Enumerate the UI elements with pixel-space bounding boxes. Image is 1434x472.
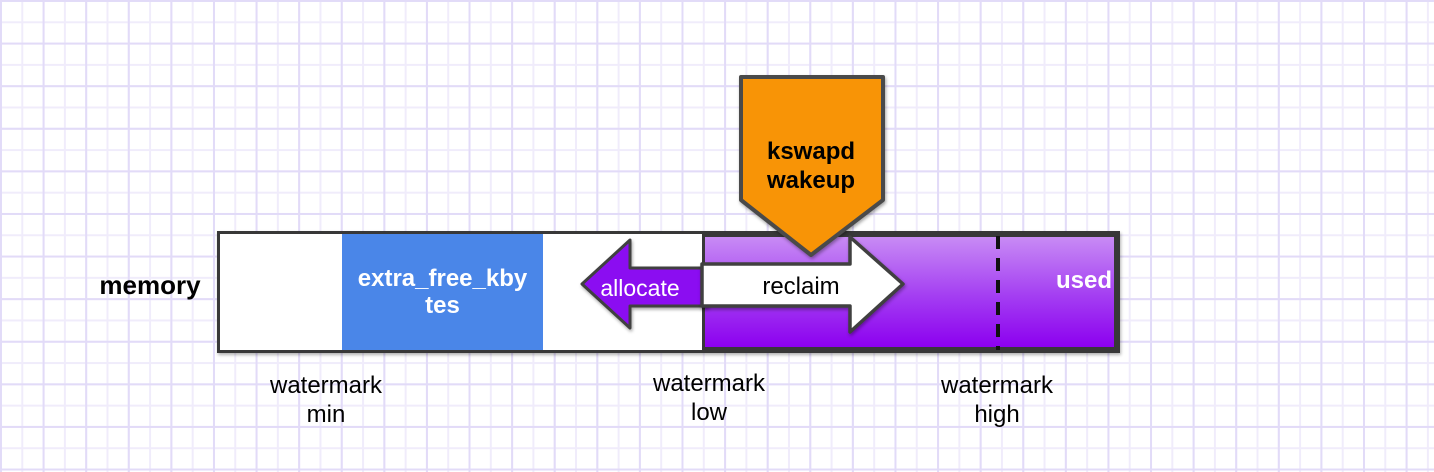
allocate-arrow-label: allocate xyxy=(600,275,680,301)
kswapd-wakeup-label: kswapd wakeup xyxy=(740,137,882,195)
watermark-min-line1: watermark xyxy=(269,372,383,399)
watermark-low-line2: low xyxy=(690,399,727,426)
watermark-low-line1: watermark xyxy=(652,370,766,397)
watermark-high-label: watermark high xyxy=(919,371,1075,429)
extra-free-kbytes-box: extra_free_kby tes xyxy=(342,234,543,350)
reclaim-arrow-label: reclaim xyxy=(762,273,840,300)
watermark-min-line2: min xyxy=(306,401,346,428)
watermark-min-label: watermark min xyxy=(248,371,404,429)
watermark-low-label: watermark low xyxy=(631,369,787,427)
watermark-high-line1: watermark xyxy=(940,372,1054,399)
watermark-high-line2: high xyxy=(974,401,1020,428)
extra-free-kbytes-label-line2: tes xyxy=(425,292,460,319)
kswapd-wakeup-label-line2: wakeup xyxy=(766,167,856,194)
used-label: used xyxy=(1055,267,1112,294)
extra-free-kbytes-label-line1: extra_free_kby xyxy=(357,265,528,292)
memory-label: memory xyxy=(99,270,201,300)
kswapd-wakeup-label-line1: kswapd xyxy=(766,138,856,165)
